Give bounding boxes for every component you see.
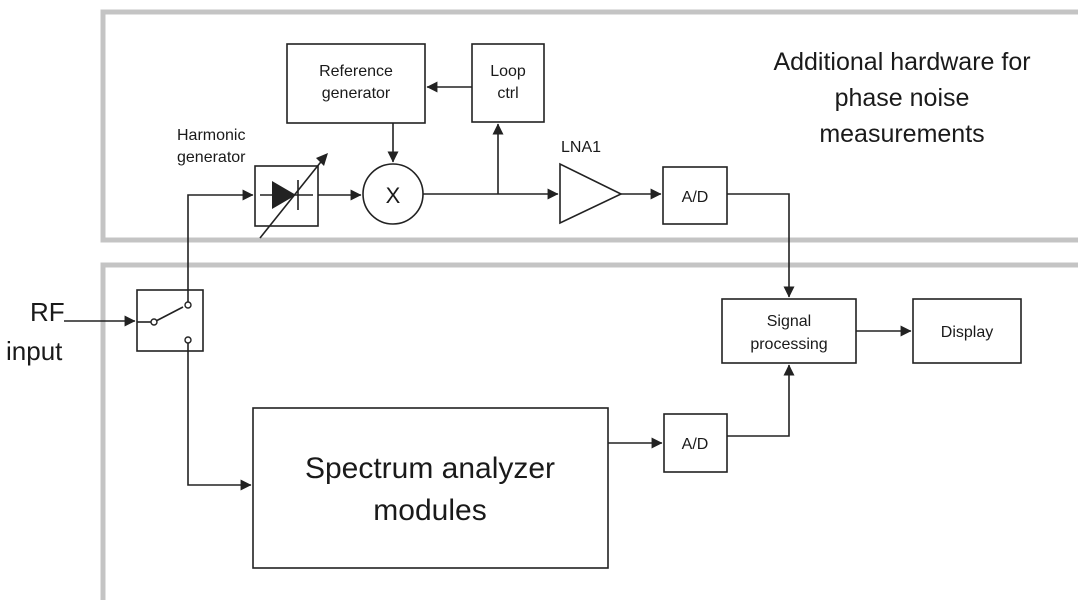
signal-processing-label-1: Signal [767, 313, 811, 330]
spectrum-analyzer-label-1: Spectrum analyzer [305, 452, 555, 485]
additional-hardware-label-2: phase noise [835, 84, 970, 112]
rf-input-label-2: input [6, 336, 63, 366]
reference-generator-label-2: generator [322, 85, 391, 102]
ad-converter-bottom-label: A/D [682, 436, 709, 453]
spectrum-analyzer-modules-block [252, 407, 609, 569]
display-block [912, 298, 1022, 364]
loop-ctrl-block [471, 43, 545, 123]
signal-processing-label-2: processing [750, 336, 827, 353]
ad-top-to-signal-processing-line [727, 193, 795, 298]
additional-hardware-label-3: measurements [819, 120, 984, 148]
harmonic-generator-label-2: generator [177, 149, 246, 166]
main-analyzer-frame [100, 262, 1078, 600]
ad-converter-bottom [663, 413, 728, 473]
rf-input-label-1: RF [30, 297, 65, 327]
display-label: Display [941, 324, 993, 341]
reference-generator-block [286, 43, 426, 124]
lna-label: LNA1 [561, 139, 601, 156]
switch-to-harmonic-line [187, 189, 254, 302]
lna-amplifier-triangle [559, 162, 623, 225]
additional-hardware-label-1: Additional hardware for [773, 48, 1030, 76]
harmonic-generator-label-1: Harmonic [177, 127, 245, 144]
harmonic-generator-diode-block [254, 153, 328, 239]
switch-to-spectrum-line [187, 343, 252, 491]
loop-ctrl-label-1: Loop [490, 63, 526, 80]
spectrum-analyzer-label-2: modules [373, 494, 486, 527]
loop-ctrl-label-2: ctrl [497, 85, 518, 102]
input-switch-block [136, 289, 204, 352]
reference-generator-label-1: Reference [319, 63, 393, 80]
ad-bottom-to-signal-processing-line [727, 364, 795, 437]
mixer-symbol: X [386, 183, 401, 208]
ad-converter-top-label: A/D [682, 189, 709, 206]
signal-processing-block [721, 298, 857, 364]
additional-hardware-frame [100, 9, 1078, 243]
ad-converter-top [662, 166, 728, 225]
